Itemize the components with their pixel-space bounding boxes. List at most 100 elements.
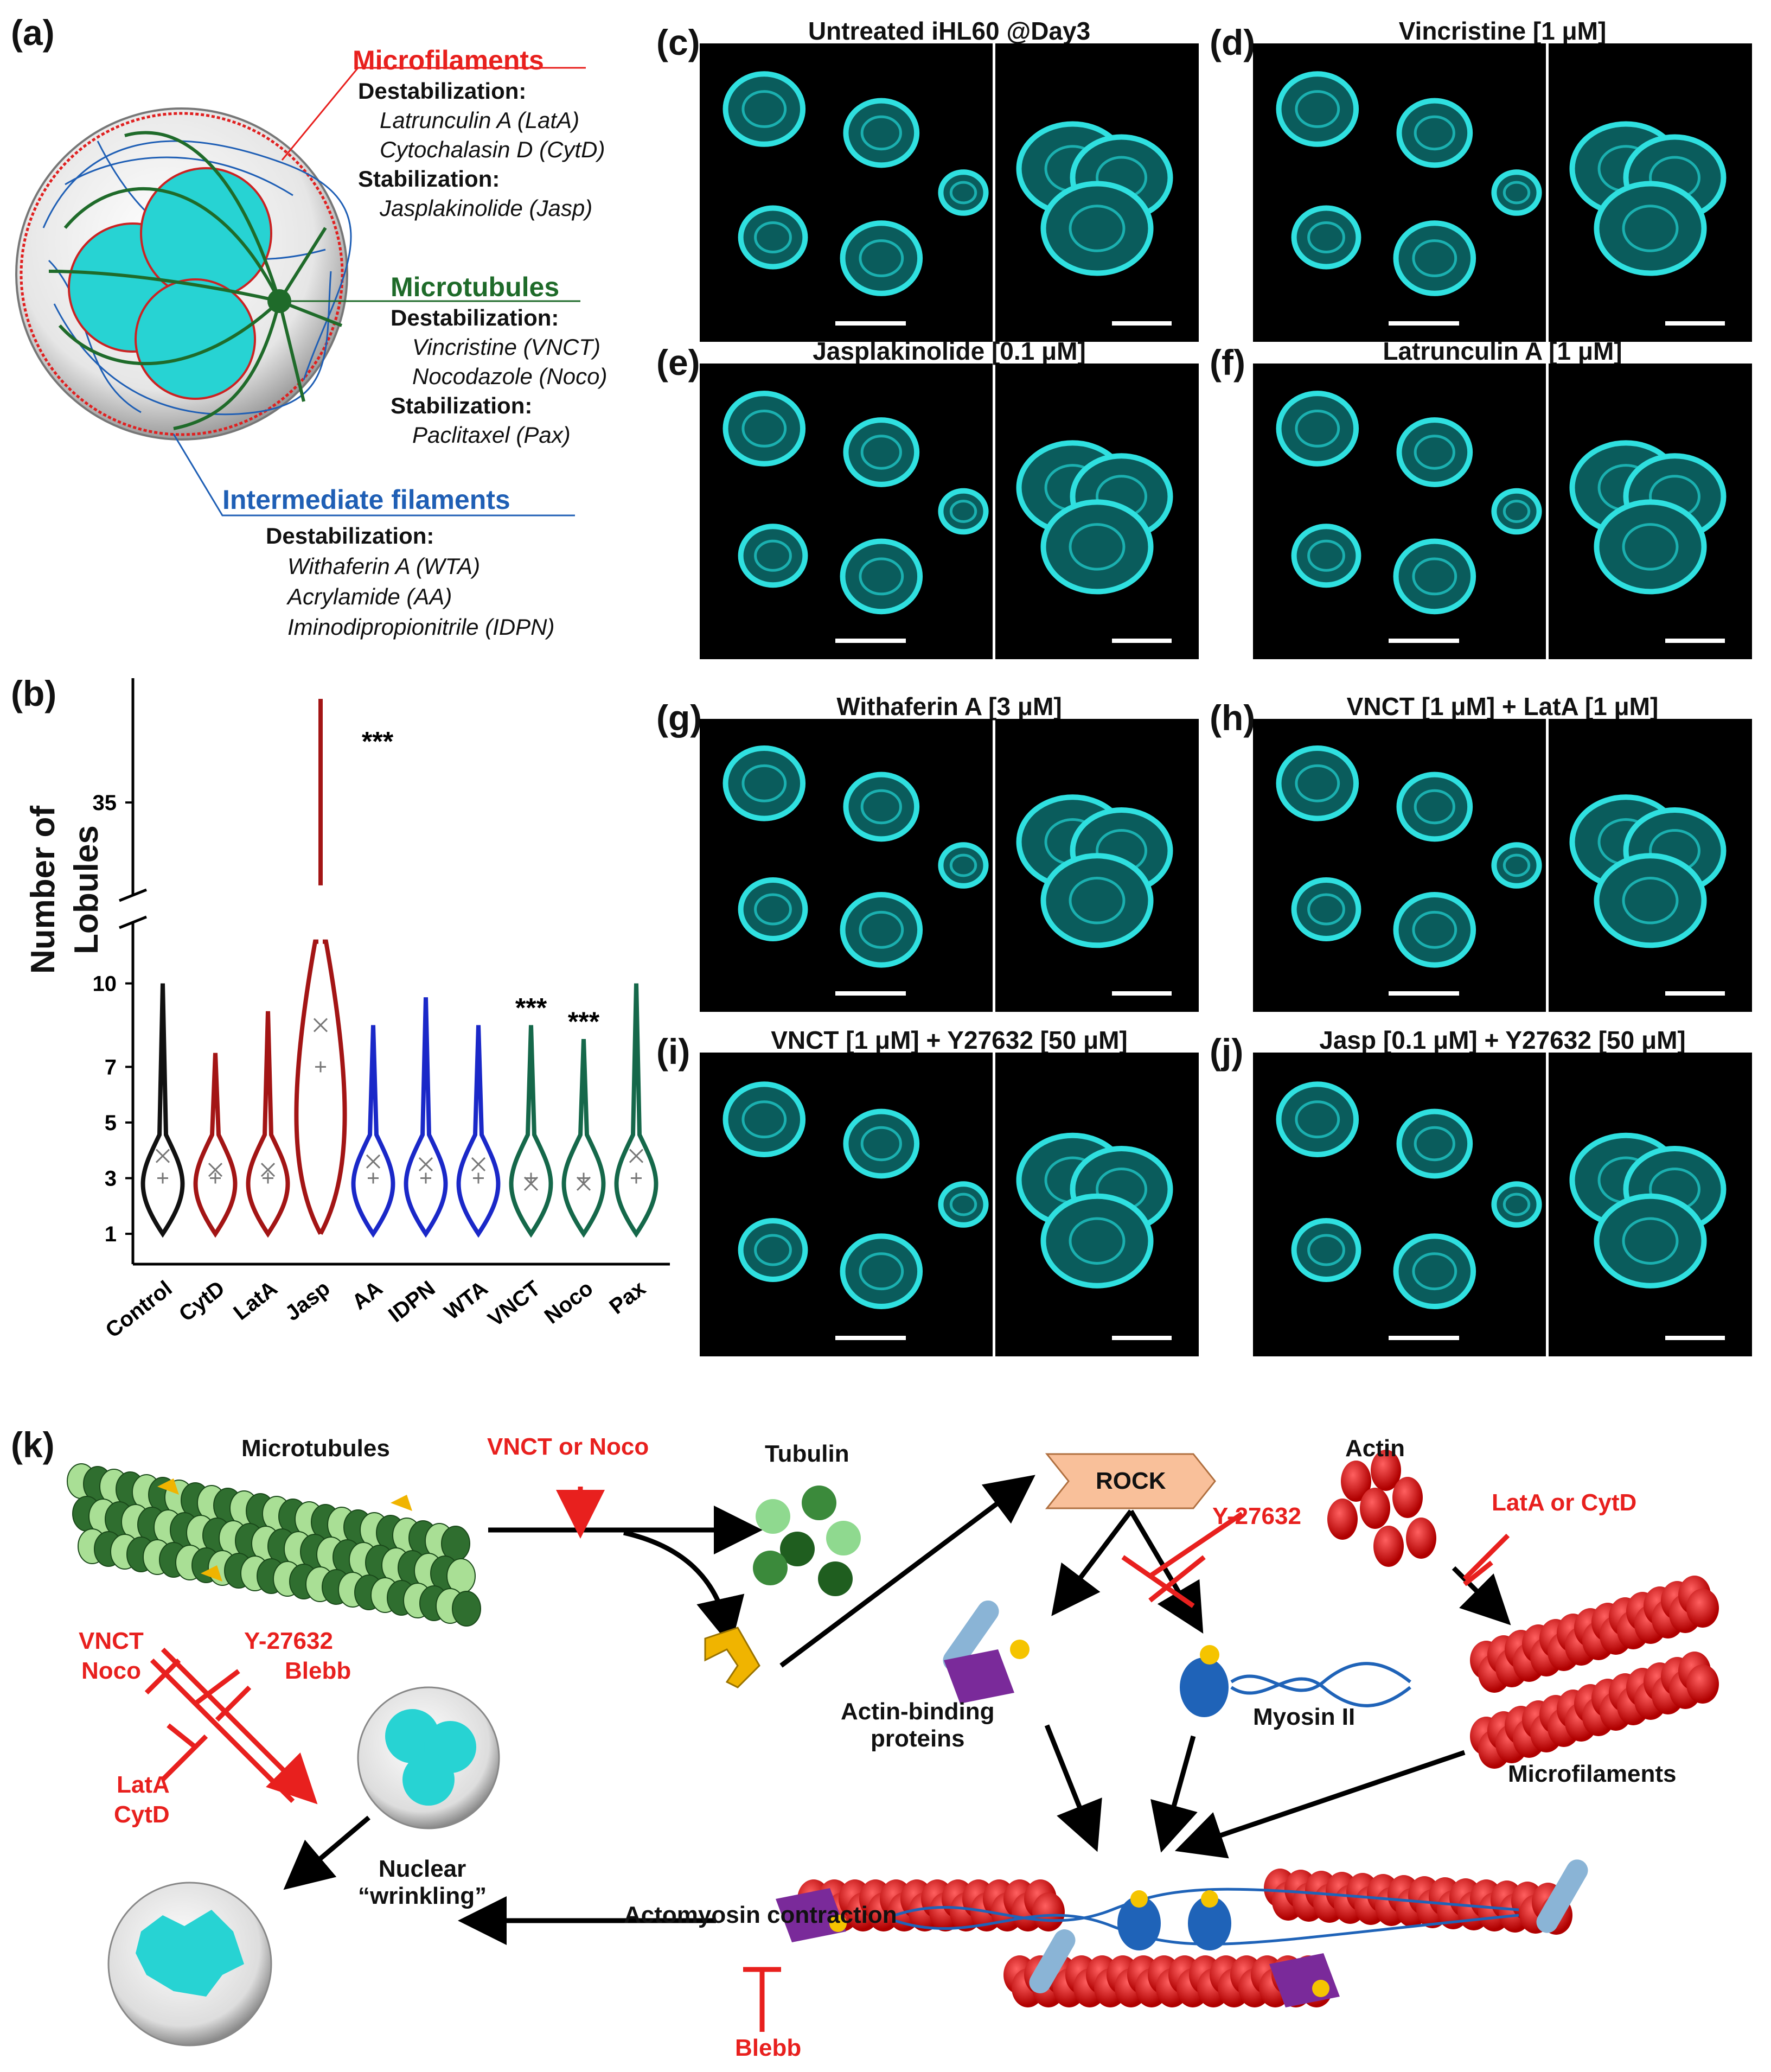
violin-body — [193, 1053, 238, 1238]
scale-bar — [1389, 991, 1459, 996]
mean-marker — [576, 1176, 591, 1191]
mechanism-diagram — [67, 1450, 1719, 2047]
micrograph-field — [700, 43, 993, 342]
chromatin — [949, 500, 977, 523]
micrograph-field — [700, 719, 993, 1012]
chromatin — [1069, 1217, 1126, 1265]
scale-bar — [1389, 639, 1459, 643]
micrograph-zoom — [1549, 43, 1752, 342]
microtubules-title: Microtubules — [391, 272, 560, 302]
violin-control: Control — [101, 983, 185, 1343]
mt-destab-label: Destabilization: — [391, 305, 559, 330]
mf-destab-2: Cytochalasin D (CytD) — [380, 137, 605, 162]
panel-title: Untreated iHL60 @Day3 — [808, 17, 1091, 45]
chromatin — [949, 853, 977, 877]
rock-shape — [1045, 1453, 1216, 1509]
chromatin — [1503, 853, 1531, 877]
myosin-label: Myosin II — [1253, 1704, 1356, 1730]
violin-idpn: IDPN — [384, 997, 448, 1327]
micrograph-zoom — [995, 1053, 1199, 1356]
nucleus-lobe — [1291, 877, 1361, 941]
microfilaments-k-label: Microfilaments — [1508, 1761, 1677, 1787]
nucleus-lobe — [1491, 488, 1542, 535]
mf-stab-label: Stabilization: — [358, 166, 500, 192]
nucleus-lobe — [738, 877, 808, 941]
chromatin — [1307, 539, 1345, 572]
micrograph-field — [1253, 43, 1546, 342]
nucleus-lobe — [938, 842, 989, 889]
mf-destab-1: Latrunculin A (LatA) — [380, 107, 580, 133]
median-marker — [526, 1172, 536, 1184]
nucleus-lobe — [1040, 853, 1154, 948]
actin-bead — [1686, 1589, 1719, 1628]
scale-bar — [1665, 991, 1725, 996]
panel-label: (e) — [656, 342, 700, 382]
nucleus-lobe — [1594, 853, 1707, 948]
violin-body — [294, 939, 347, 1235]
chromatin — [1069, 877, 1126, 925]
nucleus-lobe — [1291, 205, 1361, 270]
nucleus-lobe — [1396, 772, 1473, 842]
chromatin — [949, 181, 977, 205]
chromatin — [741, 764, 787, 802]
chromatin — [1069, 523, 1126, 571]
chromatin — [1307, 221, 1345, 253]
mean-marker — [471, 1157, 486, 1171]
cell-cytoskeleton-diagram — [15, 67, 586, 517]
nucleus-lobe — [1594, 181, 1707, 276]
nucleus-lobe — [1594, 1193, 1707, 1289]
micrograph-zoom — [1549, 1053, 1752, 1356]
nucleus-lobe — [1040, 1193, 1154, 1289]
scale-bar — [1665, 321, 1725, 326]
nucleus-lobe — [1040, 181, 1154, 276]
x-tick-label: VNCT — [484, 1276, 545, 1331]
inh-cytd: CytD — [114, 1801, 170, 1828]
x-tick-label: WTA — [440, 1276, 493, 1324]
violin-body — [456, 1025, 501, 1238]
scale-bar — [835, 639, 906, 643]
scale-bar — [835, 321, 906, 326]
actin-label: Actin — [1345, 1435, 1405, 1462]
nucleus-lobe — [1491, 842, 1542, 889]
median-marker — [315, 1061, 326, 1073]
mean-marker — [260, 1163, 276, 1177]
nucleus-lobe — [840, 220, 923, 296]
chromatin — [741, 410, 787, 448]
x-tick-label: IDPN — [384, 1276, 439, 1327]
chromatin — [1622, 877, 1679, 925]
chromatin — [1412, 557, 1457, 596]
chromatin — [1503, 181, 1531, 205]
chromatin — [859, 557, 904, 596]
microfilament-upper — [1470, 1576, 1719, 1693]
panel-label: (c) — [656, 22, 700, 62]
chromatin — [1412, 1252, 1457, 1291]
y-tick-label: 35 — [93, 791, 117, 815]
nucleus-lobe — [723, 745, 806, 821]
nucleus-lobe — [1396, 1108, 1473, 1179]
chromatin — [741, 1100, 787, 1139]
rock-label: ROCK — [1096, 1468, 1166, 1494]
chromatin — [1622, 1217, 1679, 1265]
violin-body — [246, 1011, 290, 1238]
chromatin — [1414, 1126, 1455, 1162]
micrograph-field — [700, 1053, 993, 1356]
nucleus-lobe — [723, 1081, 806, 1157]
panel-title: Withaferin A [3 μM] — [836, 692, 1062, 721]
scale-bar — [1112, 1336, 1172, 1340]
chromatin — [860, 789, 902, 825]
micrograph-zoom — [995, 364, 1199, 659]
median-marker — [631, 1172, 642, 1184]
median-marker — [368, 1172, 379, 1184]
chromatin — [860, 435, 902, 470]
chromatin — [754, 221, 792, 253]
mt-stab-1: Paclitaxel (Pax) — [412, 422, 571, 448]
panel-b-label: (b) — [11, 673, 57, 713]
violin-body — [351, 1025, 395, 1238]
chromatin — [1295, 764, 1340, 802]
if-destab-3: Iminodipropionitrile (IDPN) — [287, 614, 555, 640]
nucleus-lobe — [938, 488, 989, 535]
mean-marker — [313, 1018, 328, 1032]
micrograph-field — [1253, 719, 1546, 1012]
if-destab-1: Withaferin A (WTA) — [287, 553, 481, 579]
blebb-label: Blebb — [735, 2035, 802, 2061]
